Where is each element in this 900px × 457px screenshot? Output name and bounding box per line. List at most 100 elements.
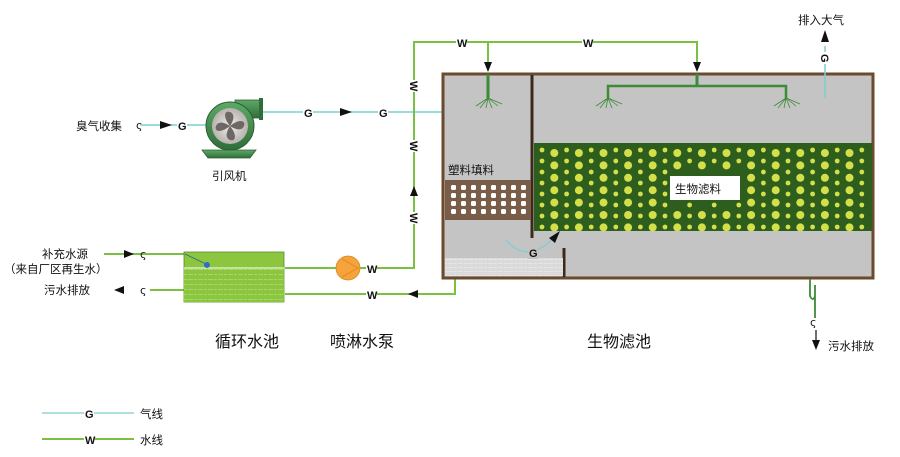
media-dot (796, 173, 805, 182)
fan-base (201, 149, 257, 159)
media-dot (564, 180, 569, 186)
packing-dot (481, 185, 486, 190)
media-dot (588, 180, 594, 186)
media-dot (796, 161, 805, 170)
media-dot (834, 180, 840, 186)
water-tag: W (367, 264, 378, 276)
media-dot (638, 158, 643, 164)
media-dot (711, 158, 717, 164)
media-dot (687, 158, 692, 164)
media-dot (761, 169, 766, 175)
drain-arrow (812, 340, 820, 350)
media-dot (599, 223, 608, 232)
media-dot (820, 186, 829, 195)
media-dot (564, 213, 569, 219)
bio-media-label: 生物滤料 (675, 182, 721, 196)
media-dot (662, 191, 668, 197)
packing-dot (521, 185, 526, 190)
biofilter-tank (441, 72, 875, 280)
media-dot (771, 223, 780, 232)
exhaust-arrow (821, 30, 829, 42)
media-dot (834, 169, 840, 175)
packing-dot (471, 193, 476, 198)
media-dot (820, 223, 829, 232)
media-dot (574, 186, 583, 195)
drain-pipe: ς (809, 279, 820, 350)
media-dot (845, 198, 854, 207)
svg-text:ς: ς (810, 316, 816, 329)
makeup-water-source-label: （来自厂区再生水） (4, 262, 108, 276)
packing-dot (511, 201, 516, 206)
media-dot (588, 213, 594, 219)
media-dot (564, 191, 569, 197)
media-dot (761, 180, 766, 186)
media-dot (638, 147, 643, 153)
water-tag: W (407, 81, 419, 92)
gas-flow-arrow (340, 108, 352, 116)
media-dot (845, 223, 854, 232)
media-dot (711, 224, 717, 230)
media-dot (761, 147, 766, 153)
media-dot (845, 173, 854, 182)
media-dot (810, 158, 815, 164)
media-dot (638, 224, 643, 230)
media-dot (550, 186, 559, 195)
media-dot (550, 149, 559, 157)
packing-dot (511, 193, 516, 198)
exhaust-line: G (818, 30, 831, 98)
media-dot (550, 211, 559, 219)
media-dot (771, 149, 780, 157)
media-dot (834, 158, 840, 164)
media-dot (834, 224, 840, 230)
media-dot (687, 202, 692, 208)
media-dot (550, 223, 559, 232)
water-flow-arrow (114, 286, 124, 294)
media-dot (785, 180, 791, 186)
media-dot (599, 198, 608, 207)
media-dot (613, 158, 619, 164)
media-dot (722, 223, 731, 232)
media-dot (550, 173, 559, 182)
bio-media-dots (539, 147, 865, 232)
legend: G 气线 W 水线 (42, 406, 163, 447)
media-dot (845, 161, 854, 170)
media-dot (574, 223, 583, 232)
legend-water-label: 水线 (140, 433, 163, 447)
water-tag: W (583, 38, 594, 50)
media-dot (539, 213, 545, 219)
float-valve-icon (204, 262, 210, 268)
packing-dot (471, 209, 476, 214)
packing-dot (491, 193, 496, 198)
media-dot (673, 161, 682, 170)
media-dot (662, 213, 668, 219)
media-dot (599, 161, 608, 170)
media-dot (574, 149, 583, 157)
media-dot (785, 158, 791, 164)
media-dot (711, 202, 717, 208)
media-dot (624, 149, 633, 157)
media-dot (673, 211, 682, 219)
sewage-discharge-right-label: 污水排放 (828, 339, 874, 353)
packing-dot (521, 209, 526, 214)
media-dot (845, 149, 854, 157)
media-dot (574, 211, 583, 219)
media-dot (771, 211, 780, 219)
spray-pump-label: 喷淋水泵 (330, 332, 394, 351)
media-dot (810, 147, 815, 153)
gas-tag: G (178, 121, 187, 133)
plastic-packing-label: 塑料填料 (448, 163, 494, 177)
media-dot (588, 169, 594, 175)
media-dot (539, 191, 545, 197)
legend-item-gas: G 气线 (42, 406, 163, 421)
media-dot (834, 202, 840, 208)
media-dot (662, 147, 668, 153)
gas-tag: G (529, 248, 538, 260)
media-dot (613, 169, 619, 175)
fan-label: 引风机 (212, 169, 247, 183)
packing-dot (501, 209, 506, 214)
media-dot (564, 224, 569, 230)
media-dot (588, 224, 594, 230)
media-dot (834, 147, 840, 153)
media-dot (662, 202, 668, 208)
media-dot (588, 191, 594, 197)
